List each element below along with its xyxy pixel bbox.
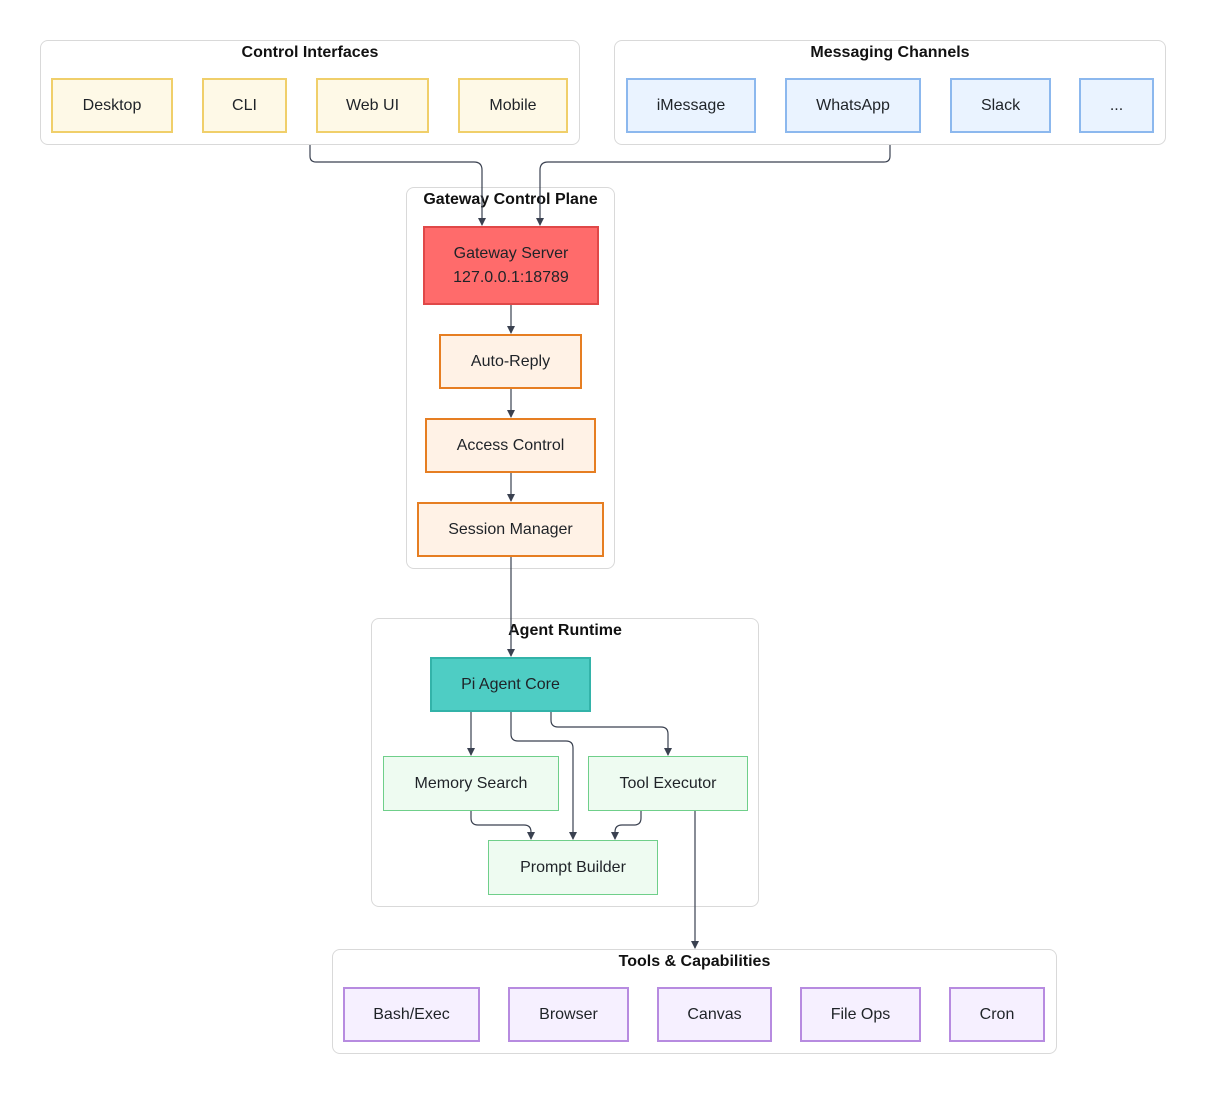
node-tool-executor[interactable]: Tool Executor bbox=[588, 756, 748, 811]
node-auto-reply[interactable]: Auto-Reply bbox=[439, 334, 582, 389]
node-whatsapp[interactable]: WhatsApp bbox=[785, 78, 921, 133]
node-canvas[interactable]: Canvas bbox=[657, 987, 772, 1042]
node-session-manager[interactable]: Session Manager bbox=[417, 502, 604, 557]
node-session-manager-label: Session Manager bbox=[448, 520, 573, 538]
node-bash-exec[interactable]: Bash/Exec bbox=[343, 987, 480, 1042]
node-memory-search[interactable]: Memory Search bbox=[383, 756, 559, 811]
gateway-server-address: 127.0.0.1:18789 bbox=[453, 268, 569, 286]
node-cron[interactable]: Cron bbox=[949, 987, 1045, 1042]
node-bash-exec-label: Bash/Exec bbox=[373, 1005, 450, 1023]
gateway-server-title: Gateway Server bbox=[453, 244, 569, 262]
node-access-control[interactable]: Access Control bbox=[425, 418, 596, 473]
node-mobile[interactable]: Mobile bbox=[458, 78, 568, 133]
node-browser-label: Browser bbox=[539, 1005, 598, 1023]
node-prompt-builder[interactable]: Prompt Builder bbox=[488, 840, 658, 895]
node-canvas-label: Canvas bbox=[687, 1005, 742, 1023]
group-title-gateway-control-plane: Gateway Control Plane bbox=[423, 191, 598, 208]
node-web-ui-label: Web UI bbox=[345, 96, 400, 114]
group-title-messaging-channels: Messaging Channels bbox=[810, 44, 970, 61]
node-browser[interactable]: Browser bbox=[508, 987, 629, 1042]
node-slack[interactable]: Slack bbox=[950, 78, 1051, 133]
node-mobile-label: Mobile bbox=[489, 96, 537, 114]
group-title-agent-runtime: Agent Runtime bbox=[508, 622, 622, 639]
node-file-ops[interactable]: File Ops bbox=[800, 987, 921, 1042]
node-desktop[interactable]: Desktop bbox=[51, 78, 173, 133]
node-cron-label: Cron bbox=[979, 1005, 1015, 1023]
node-pi-agent-core-label: Pi Agent Core bbox=[461, 675, 560, 693]
node-web-ui[interactable]: Web UI bbox=[316, 78, 429, 133]
node-prompt-builder-label: Prompt Builder bbox=[520, 858, 626, 876]
node-more-channels-label: ... bbox=[1109, 96, 1124, 114]
node-access-control-label: Access Control bbox=[456, 436, 565, 454]
node-auto-reply-label: Auto-Reply bbox=[470, 352, 551, 370]
node-whatsapp-label: WhatsApp bbox=[816, 96, 890, 114]
group-title-tools-capabilities: Tools & Capabilities bbox=[618, 953, 771, 970]
node-memory-search-label: Memory Search bbox=[414, 774, 528, 792]
node-imessage[interactable]: iMessage bbox=[626, 78, 756, 133]
node-imessage-label: iMessage bbox=[656, 96, 726, 114]
node-tool-executor-label: Tool Executor bbox=[619, 774, 717, 792]
node-file-ops-label: File Ops bbox=[830, 1005, 891, 1023]
node-cli-label: CLI bbox=[232, 96, 257, 114]
node-desktop-label: Desktop bbox=[82, 96, 142, 114]
group-title-control-interfaces: Control Interfaces bbox=[241, 44, 379, 61]
node-more-channels[interactable]: ... bbox=[1079, 78, 1154, 133]
node-slack-label: Slack bbox=[980, 96, 1021, 114]
node-cli[interactable]: CLI bbox=[202, 78, 287, 133]
node-pi-agent-core[interactable]: Pi Agent Core bbox=[430, 657, 591, 712]
node-gateway-server[interactable]: Gateway Server 127.0.0.1:18789 bbox=[423, 226, 599, 305]
